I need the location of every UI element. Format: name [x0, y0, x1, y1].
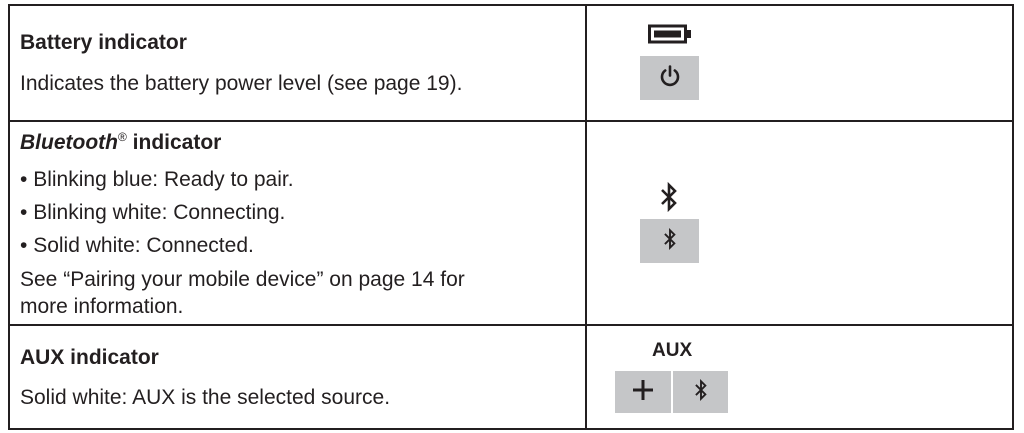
list-item: • Blinking blue: Ready to pair. — [20, 167, 294, 193]
bullet: • — [20, 234, 28, 257]
bluetooth-heading-italic: Bluetooth — [20, 131, 118, 154]
bullet: • — [20, 168, 28, 191]
list-item: • Solid white: Connected. — [20, 233, 254, 259]
power-button — [640, 56, 699, 100]
aux-label: AUX — [652, 340, 693, 361]
bullet-text: Blinking white: Connecting. — [33, 201, 286, 224]
list-item: • Blinking white: Connecting. — [20, 200, 285, 226]
table-border-left — [8, 4, 10, 430]
column-divider — [585, 4, 587, 430]
battery-icon — [648, 24, 692, 49]
table-border-top — [8, 4, 1014, 6]
bluetooth-icon — [662, 227, 678, 256]
bullet-text: Solid white: Connected. — [33, 234, 254, 257]
battery-description: Indicates the battery power level (see p… — [20, 72, 463, 95]
power-icon — [657, 63, 683, 94]
pairing-note-line-1: See “Pairing your mobile device” on page… — [20, 268, 465, 291]
plus-icon — [632, 379, 654, 406]
bullet-text: Blinking blue: Ready to pair. — [33, 168, 294, 191]
bluetooth-button — [673, 371, 728, 413]
bullet: • — [20, 201, 28, 224]
volume-up-button — [615, 371, 671, 413]
bluetooth-button — [640, 219, 699, 263]
aux-description: Solid white: AUX is the selected source. — [20, 386, 391, 409]
battery-heading: Battery indicator — [20, 31, 187, 54]
row-divider — [8, 324, 1014, 326]
registered-mark: ® — [117, 130, 127, 144]
table-border-bottom — [8, 428, 1014, 430]
aux-heading: AUX indicator — [20, 346, 159, 369]
pairing-note-line-2: more information. — [20, 295, 184, 318]
row-divider — [8, 120, 1014, 122]
table-border-right — [1012, 4, 1014, 430]
bluetooth-heading-rest: indicator — [126, 131, 222, 154]
bluetooth-icon — [658, 181, 680, 218]
bluetooth-heading: Bluetooth® indicator — [20, 130, 221, 156]
bluetooth-icon — [693, 378, 709, 407]
